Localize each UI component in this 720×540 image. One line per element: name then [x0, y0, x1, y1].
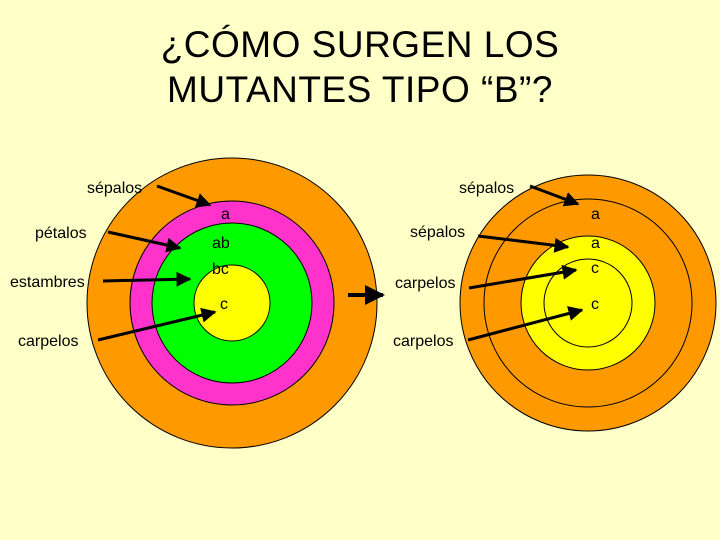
mutant-flower: a a c c sépalos sépalos carpelos carpelo… [393, 174, 717, 432]
wt-arrow-petals [107, 230, 182, 253]
wt-arrow-sepals [156, 184, 212, 208]
mut-gene-whorl3: c [591, 260, 599, 277]
wt-arrow-carpels [97, 307, 217, 342]
wt-gene-whorl2: ab [212, 235, 230, 252]
mut-gene-whorl2: a [591, 235, 600, 252]
mut-gene-whorl1: a [591, 206, 600, 223]
wt-label-sepals: sépalos [87, 180, 142, 197]
mut-arrow-sepals-outer [529, 184, 580, 207]
mut-label-sepals-outer: sépalos [459, 180, 514, 197]
wt-carpel-whorl [193, 264, 271, 342]
mut-arrow-carpels-outer [468, 264, 578, 290]
wt-gene-whorl1: a [221, 206, 230, 223]
wt-label-stamens: estambres [10, 274, 85, 291]
wt-label-carpels: carpelos [18, 333, 78, 350]
wild-type-flower: a ab bc c sépalos pétalos estambres carp… [10, 157, 378, 449]
mut-label-carpels-inner: carpelos [393, 333, 453, 350]
wt-gene-whorl3: bc [212, 261, 229, 278]
wt-gene-whorl4: c [220, 296, 228, 313]
mut-label-carpels-outer: carpelos [395, 275, 455, 292]
title-line-2: MUTANTES TIPO “B”? [167, 69, 553, 110]
mut-gene-whorl4: c [591, 296, 599, 313]
page-title: ¿CÓMO SURGEN LOS MUTANTES TIPO “B”? [0, 22, 720, 112]
mut-label-sepals-inner: sépalos [410, 224, 465, 241]
mut-carpel-whorl-inner [543, 258, 633, 348]
wt-arrow-stamens [102, 271, 192, 287]
mut-arrow-carpels-inner [467, 306, 584, 342]
title-line-1: ¿CÓMO SURGEN LOS [160, 24, 560, 65]
mut-arrow-sepals-inner [477, 234, 570, 253]
wt-label-petals: pétalos [35, 225, 87, 242]
